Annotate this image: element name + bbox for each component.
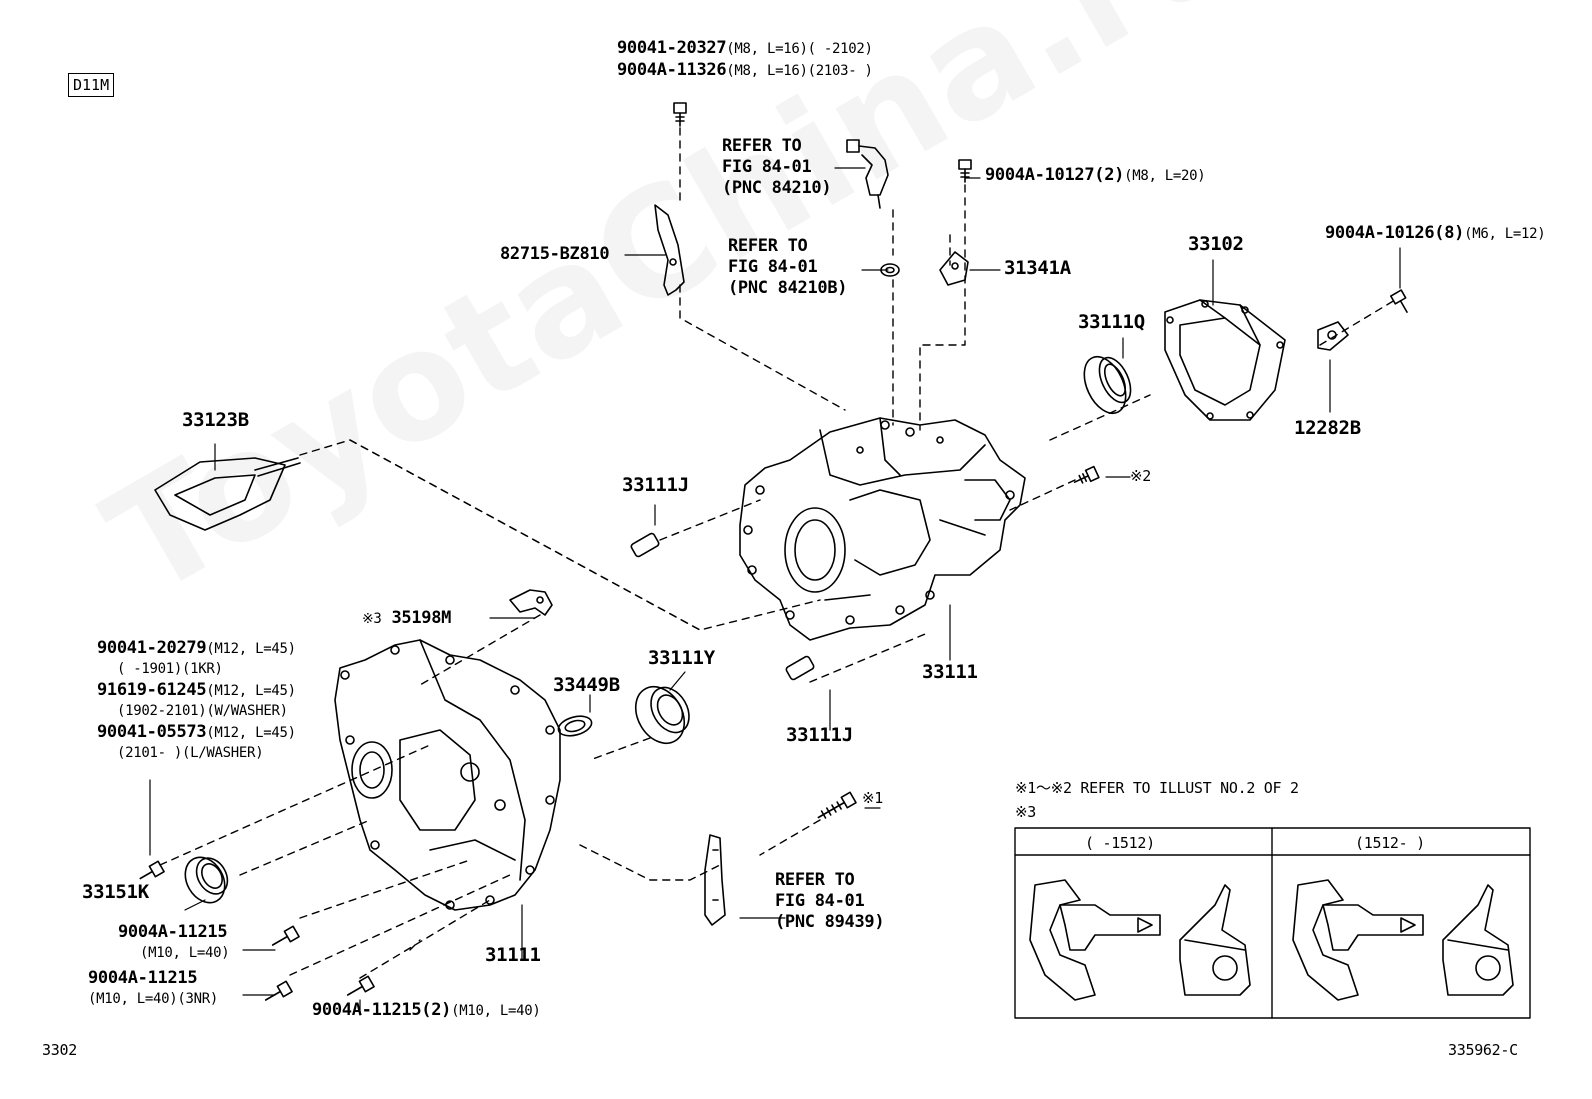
- refer-84210-l2: FIG 84-01: [722, 157, 812, 177]
- bracket-82715-label: 82715-BZ810: [500, 244, 610, 264]
- inset-clip-old: [1029, 879, 1251, 1001]
- bolt-11215-a-spec: (M10, L=40): [140, 945, 230, 961]
- refer-89439-l3: (PNC 89439): [775, 912, 885, 932]
- refer-84210b-l3: (PNC 84210B): [728, 278, 848, 298]
- bolt-11215-b-label: 9004A-11215: [88, 968, 198, 988]
- switch-84210: [846, 139, 889, 209]
- washer-84210b: [880, 263, 900, 277]
- bolt-11215-a-label: 9004A-11215: [118, 922, 228, 942]
- seal-33111q: [1083, 355, 1132, 415]
- clip-35198m-label: ※3 35198M: [362, 608, 452, 628]
- bolt-20279-label: 90041-20279(M12, L=45): [97, 638, 296, 658]
- bolt-11215-c: [346, 975, 375, 996]
- bolt-61245-label: 91619-61245(M12, L=45): [97, 680, 296, 700]
- plate-12282b: [1317, 321, 1349, 351]
- case-33111-label: 33111: [922, 661, 978, 683]
- refer-89439-l1: REFER TO: [775, 870, 855, 890]
- bolt-05573-label: 90041-05573(M12, L=45): [97, 722, 296, 742]
- bracket-82715: [654, 204, 685, 296]
- pin-33111j-bottom-label: 33111J: [786, 724, 853, 746]
- pin-33111j-top-label: 33111J: [622, 474, 689, 496]
- inset-clip-new: [1292, 879, 1514, 1001]
- note-refer-label: ※1～※2 REFER TO ILLUST NO.2 OF 2: [1015, 779, 1299, 797]
- cover-33102: [1164, 299, 1286, 421]
- inset-col2-label: (1512- ): [1355, 834, 1425, 852]
- refer-84210-l3: (PNC 84210): [722, 178, 832, 198]
- seal-33151k: [184, 856, 229, 904]
- bolt-note1: [817, 791, 857, 819]
- bolt-20279: [139, 860, 165, 880]
- leader-lines: [149, 167, 1401, 1016]
- bolt-11215-c-label: 9004A-11215(2)(M10, L=40): [312, 1000, 541, 1020]
- seal-33151k-label: 33151K: [82, 881, 149, 903]
- bracket-31341a: [939, 251, 969, 286]
- clip-35198m: [509, 589, 553, 616]
- figure-id: 335962-C: [1448, 1041, 1518, 1059]
- note-1-label: ※1: [862, 789, 883, 807]
- bolt-10126-label: 9004A-10126(8)(M6, L=12): [1325, 223, 1546, 243]
- refer-84210-l1: REFER TO: [722, 136, 802, 156]
- inset-col1-label: ( -1512): [1085, 834, 1155, 852]
- diagram-code-box: D11M: [68, 73, 115, 97]
- bracket-31341a-label: 31341A: [1004, 257, 1071, 279]
- seal-33111y: [634, 685, 690, 745]
- note-3-label: ※3: [1015, 803, 1036, 821]
- case-31111-label: 31111: [485, 944, 541, 966]
- refer-89439-l2: FIG 84-01: [775, 891, 865, 911]
- bolt-10126: [1390, 289, 1408, 313]
- bolt-11215-b-spec: (M10, L=40)(3NR): [88, 991, 219, 1007]
- seal-33449b-label: 33449B: [553, 674, 620, 696]
- cover-33123b-label: 33123B: [182, 409, 249, 431]
- bolt-10127: [958, 159, 972, 183]
- pin-33111j-bottom: [785, 655, 815, 681]
- cover-33102-label: 33102: [1188, 233, 1244, 255]
- inset-box: [1014, 827, 1531, 1019]
- bolt-61245-spec2: (1902-2101)(W/WASHER): [117, 703, 288, 719]
- case-31111: [334, 639, 561, 911]
- pin-33111j-top: [630, 532, 660, 558]
- page-number: 3302: [42, 1041, 77, 1059]
- seal-33111q-label: 33111Q: [1078, 311, 1145, 333]
- bolt-top-2-label: 9004A-11326(M8, L=16)(2103- ): [617, 60, 873, 80]
- cover-33123b: [154, 457, 301, 531]
- bolt-11215-b: [264, 980, 293, 1001]
- seal-33111y-label: 33111Y: [648, 647, 715, 669]
- refer-84210b-l2: FIG 84-01: [728, 257, 818, 277]
- part-89439: [704, 834, 726, 926]
- note-2-label: ※2: [1130, 467, 1151, 485]
- bolt-05573-spec2: (2101- )(L/WASHER): [117, 745, 264, 761]
- bolt-note2: [1073, 465, 1100, 484]
- bolt-top-83: [673, 102, 687, 127]
- bolt-11215-a: [271, 925, 300, 946]
- bolt-20279-spec2: ( -1901)(1KR): [117, 661, 223, 677]
- case-33111: [739, 417, 1026, 641]
- bolt-top-1-label: 90041-20327(M8, L=16)( -2102): [617, 38, 873, 58]
- seal-33449b: [557, 715, 593, 737]
- plate-12282b-label: 12282B: [1294, 417, 1361, 439]
- refer-84210b-l1: REFER TO: [728, 236, 808, 256]
- bolt-10127-label: 9004A-10127(2)(M8, L=20): [985, 165, 1206, 185]
